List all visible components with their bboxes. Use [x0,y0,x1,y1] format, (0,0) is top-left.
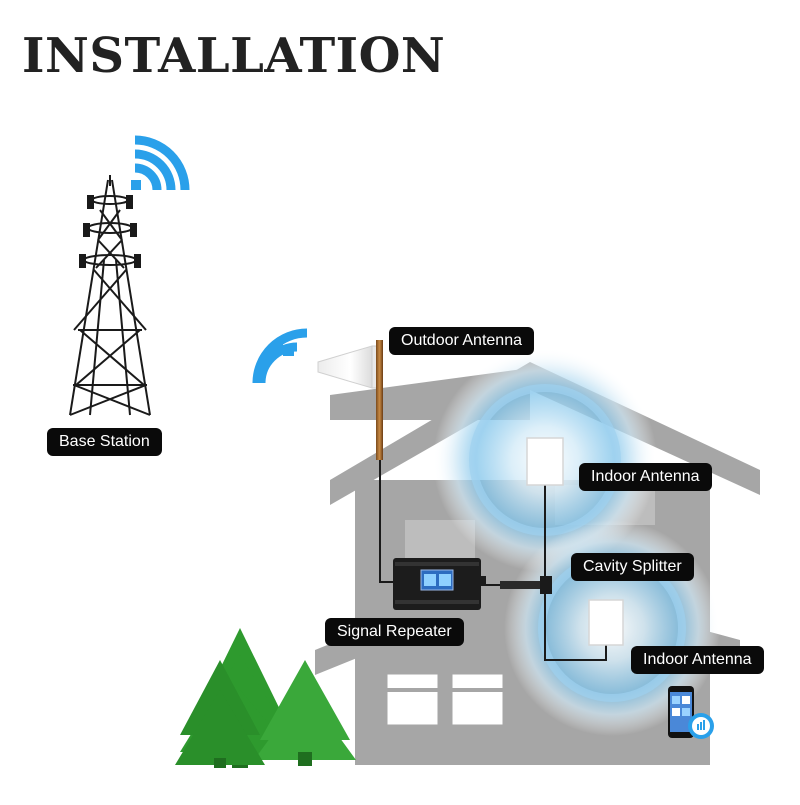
tree-icon [254,660,356,766]
label-cavity-splitter: Cavity Splitter [571,553,694,581]
wifi-signal-icon [131,135,190,191]
phone-icon [668,686,714,739]
label-signal-repeater: Signal Repeater [325,618,464,646]
panel-antenna-icon [526,437,624,646]
wifi-signal-icon [252,328,308,384]
tower-icon [69,175,151,416]
tree-icon [175,660,265,768]
page-title: INSTALLATION [22,28,446,84]
repeater-icon [393,558,486,610]
yagi-antenna-icon [317,345,379,389]
label-base-station: Base Station [47,428,162,456]
label-outdoor-antenna: Outdoor Antenna [389,327,534,355]
label-indoor-antenna: Indoor Antenna [631,646,764,674]
antenna-mast [376,340,383,460]
splitter-icon [500,576,552,594]
label-indoor-antenna: Indoor Antenna [579,463,712,491]
